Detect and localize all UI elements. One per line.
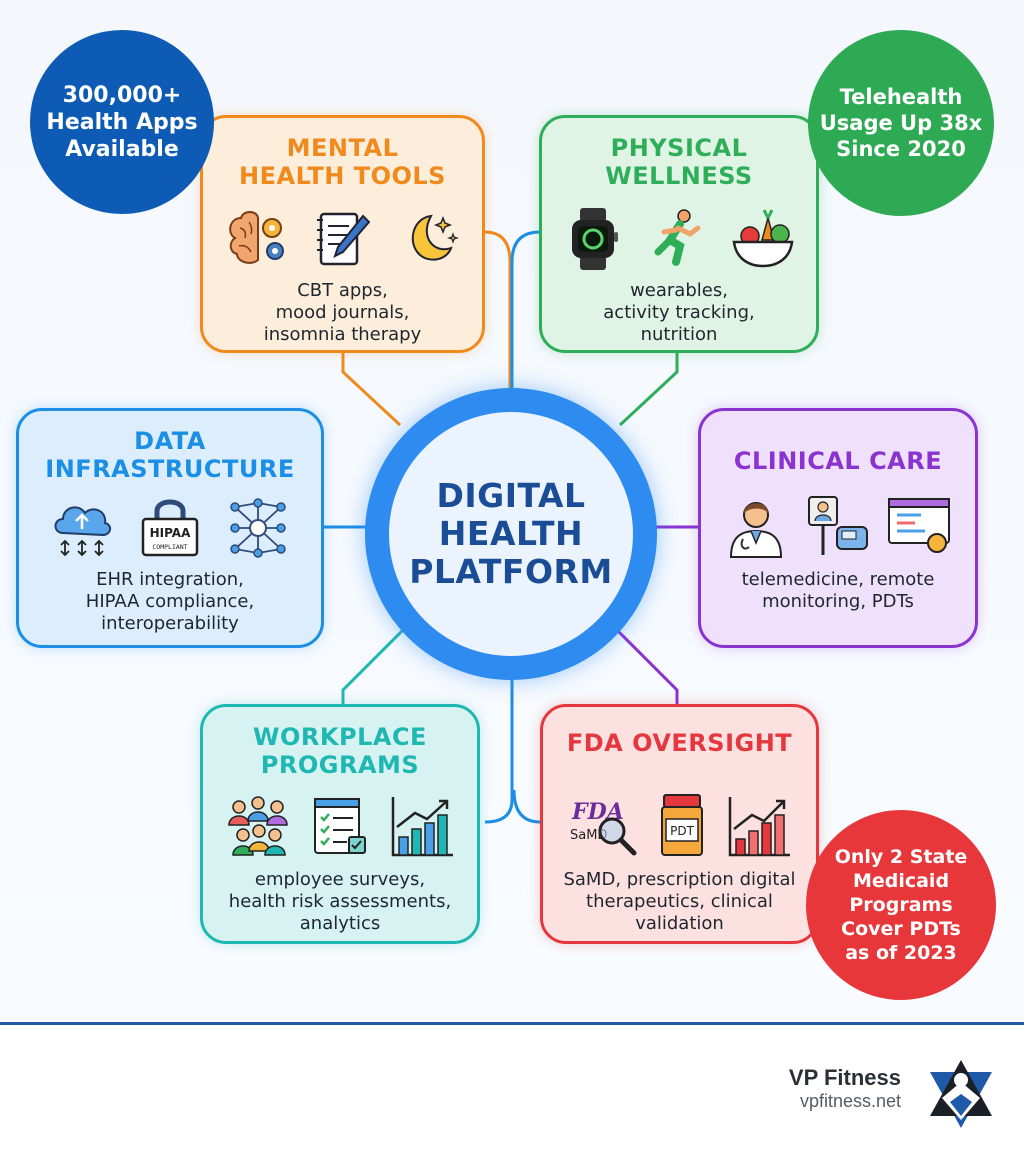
connector-physical xyxy=(510,230,541,390)
data-infrastructure-card: DATA INFRASTRUCTURE HIPAA COMPLIANT xyxy=(16,408,324,648)
red-bar-growth-icon xyxy=(728,797,790,857)
stat-bubble-medicaid: Only 2 State Medicaid Programs Cover PDT… xyxy=(806,810,996,1000)
stat-bubble-telehealth: Telehealth Usage Up 38x Since 2020 xyxy=(808,30,994,216)
workplace-programs-icons xyxy=(203,793,477,859)
team-icon xyxy=(228,796,288,856)
mental-health-card: MENTAL HEALTH TOOLS xyxy=(200,115,485,353)
physical-wellness-icons xyxy=(542,206,816,272)
pdt-label: PDT xyxy=(670,824,694,838)
brand-name: VP Fitness xyxy=(788,1065,901,1090)
connector-workplace xyxy=(341,626,407,705)
brain-gears-icon xyxy=(228,211,284,264)
fda-oversight-icons: FDA SaMD PDT xyxy=(543,793,816,859)
mental-health-icons xyxy=(203,208,482,270)
stat-medicaid-text: Only 2 State Medicaid Programs Cover PDT… xyxy=(834,846,968,964)
fda-samd-icon: FDA SaMD xyxy=(570,799,636,856)
network-icon xyxy=(230,498,286,558)
connector-mental-lower xyxy=(341,352,402,427)
mental-health-description: CBT apps, mood journals, insomnia therap… xyxy=(263,280,422,345)
doctor-icon xyxy=(729,502,783,558)
connector-fda xyxy=(613,626,679,705)
data-infrastructure-title: DATA INFRASTRUCTURE xyxy=(45,427,295,483)
connector-mental xyxy=(484,230,512,390)
stat-telehealth-text: Telehealth Usage Up 38x Since 2020 xyxy=(819,85,983,161)
journal-pen-icon xyxy=(316,212,370,266)
data-infrastructure-icons: HIPAA COMPLIANT xyxy=(19,497,321,559)
center-title: DIGITAL HEALTH PLATFORM xyxy=(409,476,613,591)
clinical-care-card: CLINICAL CARE xyxy=(698,408,978,648)
infographic-canvas: MENTAL HEALTH TOOLS xyxy=(0,0,1024,1020)
bar-growth-icon xyxy=(391,797,453,857)
center-hub: DIGITAL HEALTH PLATFORM xyxy=(365,388,657,680)
stat-apps-text: 300,000+ Health Apps Available xyxy=(46,82,198,162)
smartwatch-icon xyxy=(572,208,618,270)
fda-oversight-description: SaMD, prescription digital therapeutics,… xyxy=(563,869,796,934)
connector-physical-lower xyxy=(618,352,679,427)
connector-workplace-right xyxy=(484,678,514,824)
moon-stars-icon xyxy=(411,214,459,261)
workplace-programs-card: WORKPLACE PROGRAMS xyxy=(200,704,480,944)
data-infrastructure-description: EHR integration, HIPAA compliance, inter… xyxy=(85,569,255,634)
center-hub-inner: DIGITAL HEALTH PLATFORM xyxy=(389,412,633,656)
workplace-programs-title: WORKPLACE PROGRAMS xyxy=(253,723,427,779)
vp-fitness-logo-icon xyxy=(930,1060,992,1128)
brand-url: vpfitness.net xyxy=(799,1091,901,1111)
remote-monitor-icon xyxy=(808,496,868,555)
fda-oversight-card: FDA OVERSIGHT FDA SaMD PDT xyxy=(540,704,819,944)
pdt-bottle-icon: PDT xyxy=(660,794,703,856)
runner-icon xyxy=(654,209,701,266)
clinical-care-description: telemedicine, remote monitoring, PDTs xyxy=(741,569,935,612)
mental-health-title: MENTAL HEALTH TOOLS xyxy=(239,134,446,190)
fda-oversight-title: FDA OVERSIGHT xyxy=(566,729,793,757)
hipaa-label: HIPAA xyxy=(150,526,191,540)
stat-bubble-apps: 300,000+ Health Apps Available xyxy=(30,30,214,214)
footer-divider xyxy=(0,1022,1024,1025)
physical-wellness-title: PHYSICAL WELLNESS xyxy=(605,134,753,190)
physical-wellness-description: wearables, activity tracking, nutrition xyxy=(603,280,755,345)
checklist-icon xyxy=(314,798,366,854)
clinical-care-icons xyxy=(701,493,975,559)
samd-label: SaMD xyxy=(570,828,607,843)
vegetable-bowl-icon xyxy=(732,209,794,268)
physical-wellness-card: PHYSICAL WELLNESS xyxy=(539,115,819,353)
cloud-sync-icon xyxy=(54,506,111,557)
clinical-care-title: CLINICAL CARE xyxy=(733,447,943,475)
hipaa-lock-icon: HIPAA COMPLIANT xyxy=(141,499,199,557)
dashboard-icon xyxy=(888,498,950,553)
connector-lines xyxy=(322,230,698,824)
workplace-programs-description: employee surveys, health risk assessment… xyxy=(228,869,452,934)
hipaa-sub-label: COMPLIANT xyxy=(152,543,187,551)
connector-fda-left xyxy=(512,789,541,824)
